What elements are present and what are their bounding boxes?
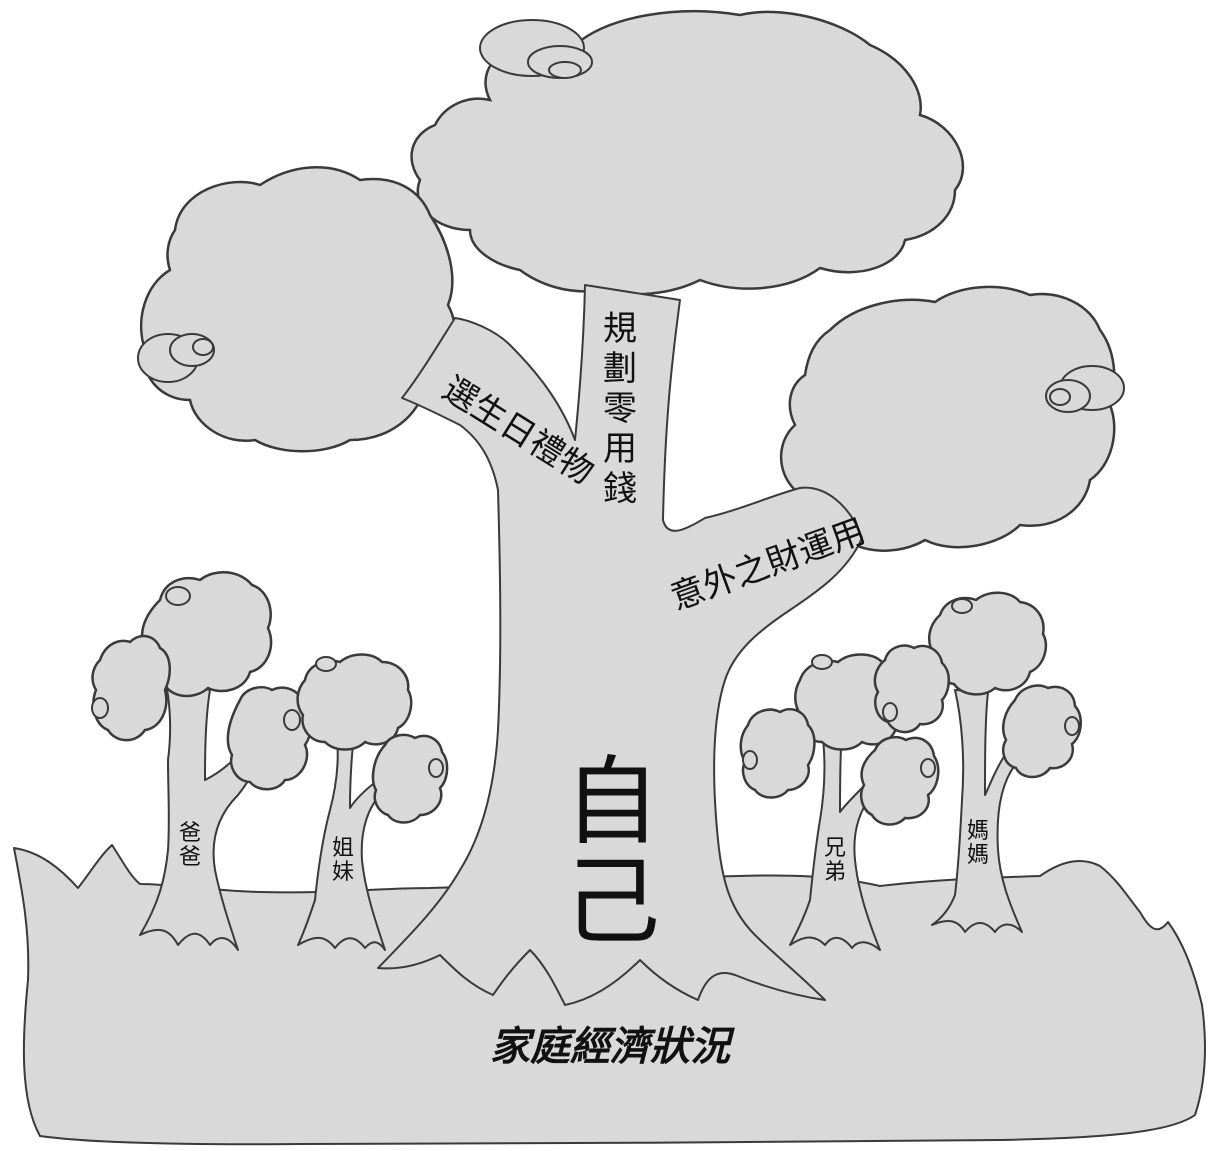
label-char: 錢 bbox=[603, 469, 637, 509]
ground-label: 家庭經濟狀況 bbox=[490, 1023, 735, 1070]
label-char: 零 bbox=[603, 389, 637, 429]
label-char: 弟 bbox=[824, 860, 846, 885]
label-char: 己 bbox=[564, 846, 660, 958]
main-crown-top bbox=[412, 11, 963, 294]
main-crown-left bbox=[138, 167, 455, 451]
label-char: 兄 bbox=[824, 836, 846, 861]
label-char: 妹 bbox=[332, 860, 354, 885]
label-char: 媽 bbox=[967, 819, 989, 844]
label-char: 劃 bbox=[603, 349, 637, 389]
center-label: 自己 bbox=[564, 746, 660, 958]
label-char: 姐 bbox=[332, 836, 354, 861]
small-tree-label-sister: 姐妹 bbox=[332, 836, 354, 885]
label-char: 媽 bbox=[967, 843, 989, 868]
label-char: 爸 bbox=[179, 845, 201, 870]
label-char: 爸 bbox=[179, 821, 201, 846]
small-tree-label-mom: 媽媽 bbox=[967, 819, 989, 868]
small-tree-label-dad: 爸爸 bbox=[179, 821, 201, 870]
label-char: 用 bbox=[603, 429, 637, 469]
small-tree-label-brother: 兄弟 bbox=[824, 836, 846, 885]
label-char: 自 bbox=[564, 746, 660, 858]
label-char: 規 bbox=[603, 309, 637, 349]
branch-label-top: 規劃零用錢 bbox=[603, 309, 637, 509]
